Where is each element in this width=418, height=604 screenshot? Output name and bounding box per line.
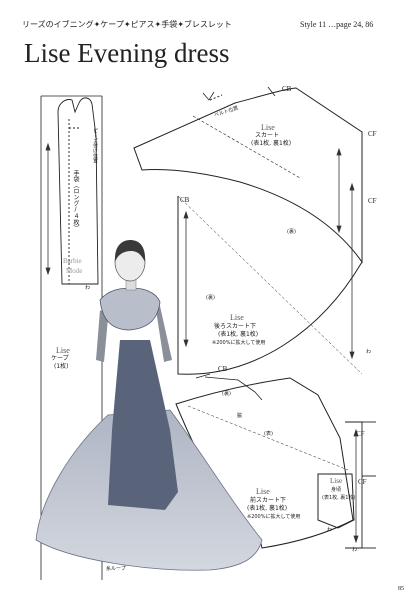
loop-label: 糸ループ <box>106 566 126 572</box>
skirt-cf: CF <box>368 130 377 138</box>
back-skirt-cf: CF <box>368 197 377 205</box>
front-skirt-cf-2: CF <box>358 478 367 486</box>
back-skirt-mark-1: (裏) <box>206 295 215 301</box>
back-skirt-note: ※200%に拡大して使用 <box>212 340 266 346</box>
front-skirt-note: ※200%に拡大して使用 <box>247 514 301 520</box>
back-skirt-cb: CB <box>180 196 190 204</box>
back-skirt-wa: わ <box>366 349 372 355</box>
front-skirt-label: 前スカート下 <box>250 497 287 504</box>
skirt-label: スカート <box>255 132 280 139</box>
glove-note: ピーズ付け位置 <box>92 128 98 163</box>
glove-watermark-2: Mode <box>66 267 83 275</box>
back-skirt-label: 後ろスカート下 <box>214 323 257 330</box>
style-reference: Style 11 …page 24, 86 <box>300 20 374 29</box>
back-skirt-count: (表1枚, 裏1枚) <box>218 331 259 338</box>
back-skirt-name: Lise <box>230 313 244 322</box>
skirt-cb: CB <box>282 85 292 93</box>
front-skirt-cf-1: CF <box>356 430 365 438</box>
skirt-notch <box>202 86 276 101</box>
cape-name: Lise <box>56 346 70 355</box>
front-skirt-count: (表1枚, 裏1枚) <box>247 505 288 512</box>
bodice-count: (表1枚, 裏1枚) <box>322 495 356 501</box>
skirt-count: (表1枚, 裏1枚) <box>251 140 292 147</box>
glove-pattern <box>57 97 99 285</box>
front-skirt-mark-1: (裏) <box>222 391 231 397</box>
cape-label: ケープ <box>51 355 69 362</box>
back-skirt-mark-2: (裏) <box>287 229 296 235</box>
glove-watermark-1: Barbie <box>63 257 82 265</box>
glove-wa: わ <box>85 285 91 291</box>
dress-illustration <box>35 240 263 571</box>
cape-count: (1枚) <box>54 363 69 370</box>
page-title: Lise Evening dress <box>24 38 230 68</box>
front-skirt-wa: わ <box>352 547 358 553</box>
front-skirt-name: Lise <box>256 487 270 496</box>
glove-label: 手袋（ロング/４枚） <box>72 170 79 231</box>
front-skirt-side: 脇 <box>237 413 243 419</box>
page-number: 85 <box>398 586 404 592</box>
bodice-wa: わ <box>327 527 333 533</box>
bodice-name: Lise <box>330 477 343 485</box>
skirt-name: Lise <box>261 123 275 132</box>
back-skirt-pattern <box>177 140 363 375</box>
grain-arrows <box>45 142 359 544</box>
bodice-label: 身頃 <box>331 487 342 493</box>
cf-panels <box>345 421 376 549</box>
front-skirt-cb: CB <box>218 365 228 373</box>
bodice-pattern <box>317 473 355 529</box>
skirt-pattern <box>133 87 363 264</box>
front-skirt-mark-2: (表) <box>264 431 273 437</box>
header-subtitle: リーズのイブニング✦ケープ✦ピアス✦手袋✦ブレスレット <box>22 20 232 29</box>
